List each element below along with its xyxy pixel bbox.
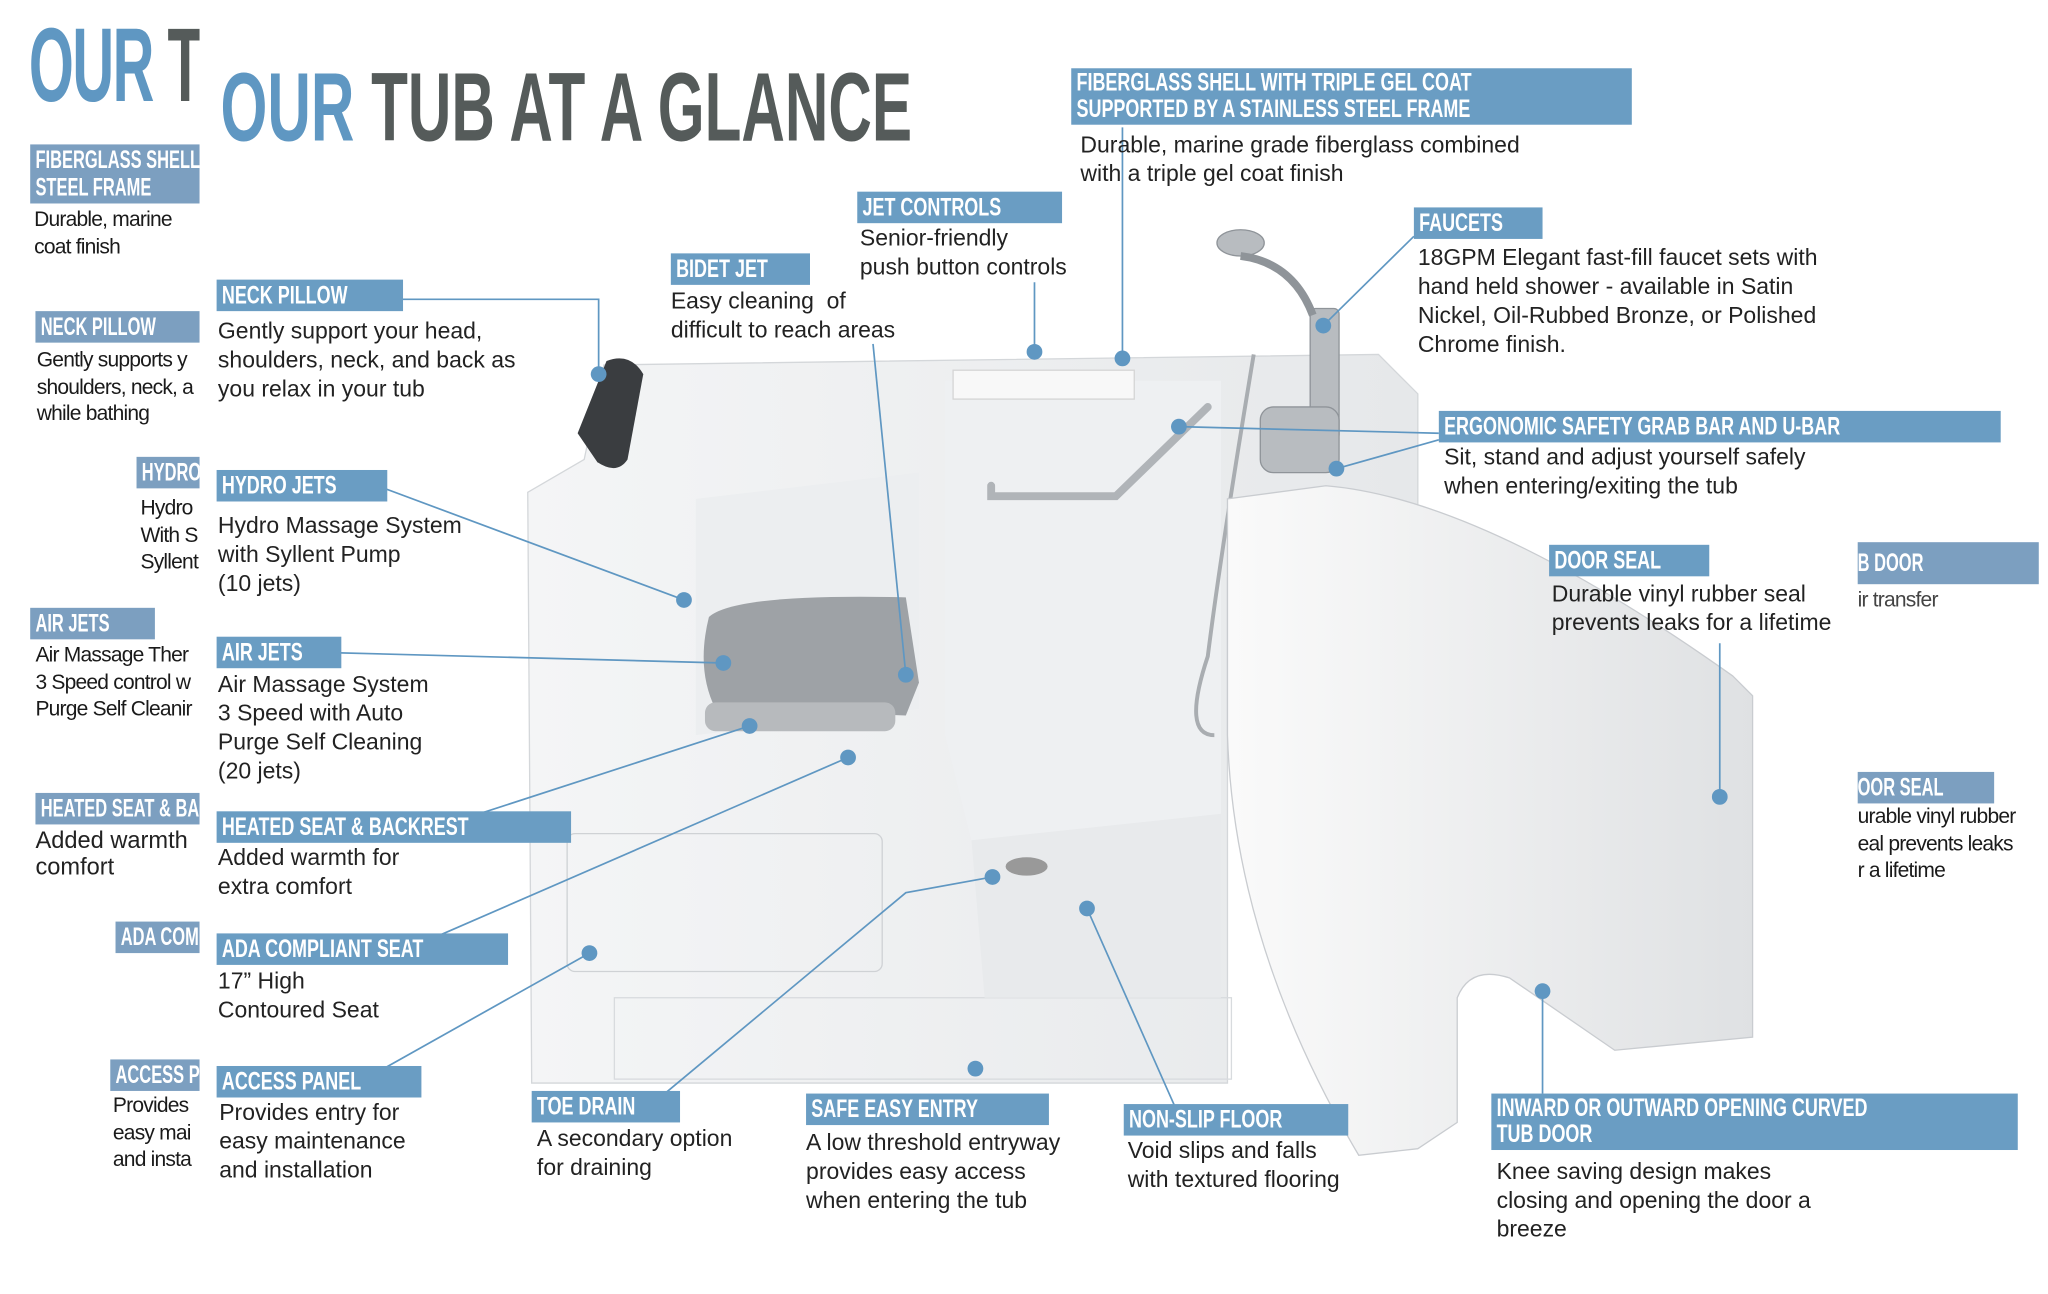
ghost-label-neck: NECK PILLOW bbox=[35, 311, 200, 343]
ghost-label-air: AIR JETS bbox=[30, 607, 155, 640]
label-fiberglass-shell: FIBERGLASS SHELL WITH TRIPLE GEL COAT SU… bbox=[1071, 68, 1632, 125]
callout-dots bbox=[581, 317, 1728, 1077]
label-non-slip-floor: NON-SLIP FLOOR bbox=[1123, 1104, 1349, 1136]
title-rest: TUB AT A GLANCE bbox=[371, 52, 913, 162]
ghost-label-heated: HEATED SEAT & BAC bbox=[35, 792, 200, 825]
desc-curved-door: Knee saving design makes closing and ope… bbox=[1496, 1157, 1811, 1242]
label-heated-seat: HEATED SEAT & BACKREST bbox=[216, 811, 572, 843]
ghost-label-door: B DOOR bbox=[1857, 542, 2039, 585]
ghost-label-access: ACCESS P bbox=[110, 1059, 200, 1091]
leader-lines bbox=[325, 127, 1721, 1110]
ghost-desc-seal: urable vinyl rubber eal prevents leaks r… bbox=[1857, 806, 2017, 883]
shower-hose bbox=[1194, 354, 1256, 738]
label-jet-controls: JET CONTROLS bbox=[857, 191, 1062, 224]
ghost-title-rest: T bbox=[167, 6, 200, 124]
ghost-desc-neck: Gently supports y shoulders, neck, a whi… bbox=[36, 349, 194, 426]
ghost-desc-hydro: Hydro With S Syllent bbox=[140, 497, 199, 574]
label-ada-seat: ADA COMPLIANT SEAT bbox=[216, 933, 509, 965]
label-neck-pillow: NECK PILLOW bbox=[216, 279, 404, 312]
page-title: OUR TUB AT A GLANCE bbox=[220, 52, 913, 162]
grab-bar bbox=[987, 403, 1212, 501]
label-hydro-jets: HYDRO JETS bbox=[216, 469, 388, 502]
label-safe-entry: SAFE EASY ENTRY bbox=[806, 1093, 1050, 1126]
ghost-title: OUR T bbox=[29, 12, 200, 118]
desc-ada-seat: 17” High Contoured Seat bbox=[217, 967, 379, 1023]
desc-safe-entry: A low threshold entryway provides easy a… bbox=[806, 1129, 1061, 1214]
desc-hydro-jets: Hydro Massage System with Syllent Pump (… bbox=[217, 511, 462, 597]
label-access-panel: ACCESS PANEL bbox=[216, 1065, 423, 1098]
desc-non-slip-floor: Void slips and falls with textured floor… bbox=[1127, 1136, 1340, 1193]
title-accent: OUR bbox=[220, 52, 355, 162]
desc-heated-seat: Added warmth for extra comfort bbox=[217, 844, 400, 900]
ghost-title-accent: OUR bbox=[28, 6, 154, 124]
ghost-label-ada: ADA COM bbox=[115, 921, 200, 954]
desc-jet-controls: Senior-friendly push button controls bbox=[859, 224, 1067, 280]
ghost-desc-heated: Added warmth comfort bbox=[35, 827, 188, 880]
tub-door bbox=[1226, 485, 1754, 1156]
desc-door-seal: Durable vinyl rubber seal prevents leaks… bbox=[1551, 580, 1832, 636]
desc-neck-pillow: Gently support your head, shoulders, nec… bbox=[217, 317, 516, 402]
ghost-desc-access: Provides easy mai and insta bbox=[112, 1094, 192, 1172]
ghost-left-column: OUR T FIBERGLASS SHELL STEEL FRAME Durab… bbox=[0, 0, 200, 1294]
label-toe-drain: TOE DRAIN bbox=[531, 1090, 681, 1123]
label-air-jets: AIR JETS bbox=[216, 636, 341, 669]
neck-pillow bbox=[577, 358, 644, 469]
ghost-label-hydro: HYDRO bbox=[136, 456, 200, 489]
desc-grab-bar: Sit, stand and adjust yourself safely wh… bbox=[1444, 443, 1806, 499]
seat-base bbox=[704, 702, 896, 732]
ghost-right-column: B DOOR ir transfer OOR SEAL urable vinyl… bbox=[1857, 0, 2048, 1294]
desc-access-panel: Provides entry for easy maintenance and … bbox=[219, 1098, 406, 1183]
ghost-label-seal: OOR SEAL bbox=[1857, 771, 1995, 804]
seat-cushion bbox=[703, 596, 919, 716]
desc-bidet-jet: Easy cleaning of difficult to reach area… bbox=[670, 287, 896, 343]
label-grab-bar: ERGONOMIC SAFETY GRAB BAR AND U-BAR bbox=[1438, 410, 2001, 443]
desc-fiberglass-shell: Durable, marine grade fiberglass combine… bbox=[1080, 131, 1520, 187]
desc-air-jets: Air Massage System 3 Speed with Auto Pur… bbox=[217, 670, 429, 784]
label-curved-door: INWARD OR OUTWARD OPENING CURVED TUB DOO… bbox=[1491, 1093, 2019, 1151]
ghost-label-shell: FIBERGLASS SHELL STEEL FRAME bbox=[30, 144, 200, 204]
ghost-desc-door: ir transfer bbox=[1857, 589, 1939, 612]
ghost-desc-shell: Durable, marine coat finish bbox=[34, 208, 172, 258]
desc-toe-drain: A secondary option for draining bbox=[536, 1125, 733, 1181]
ghost-desc-air: Air Massage Ther 3 Speed control w Purge… bbox=[35, 644, 192, 721]
faucet bbox=[1216, 229, 1440, 583]
label-bidet-jet: BIDET JET bbox=[670, 253, 811, 285]
desc-faucets: 18GPM Elegant fast-fill faucet sets with… bbox=[1417, 244, 1818, 358]
label-faucets: FAUCETS bbox=[1413, 207, 1543, 239]
label-door-seal: DOOR SEAL bbox=[1549, 544, 1710, 577]
